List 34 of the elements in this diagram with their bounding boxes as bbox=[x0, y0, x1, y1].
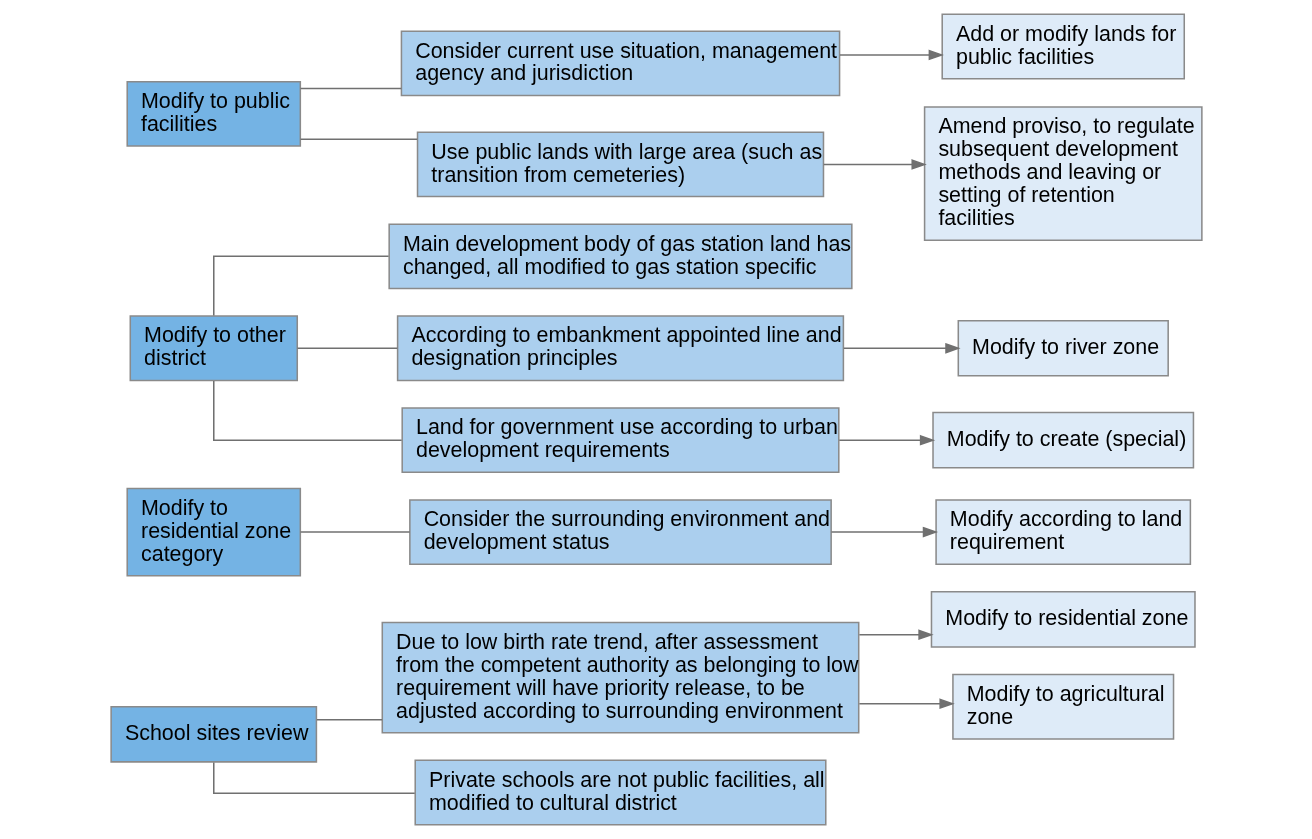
connector bbox=[212, 255, 389, 317]
node-box: Due to low birth rate trend, after assessment from the competent authority as belonging to low requirement will have priority release, to be adjusted according to surrounding environment bbox=[381, 621, 859, 734]
node-box: According to embankment appointed line and designation principles bbox=[396, 315, 844, 382]
node-box: Consider current use situation, management agency and jurisdiction bbox=[400, 30, 840, 97]
node-box: Modify to residential zone category bbox=[125, 487, 301, 577]
node-box: Main development body of gas station land has changed, all modified to gas station specific bbox=[387, 223, 853, 290]
node-box: Land for government use according to urban development requirements bbox=[400, 407, 840, 474]
node-box: Modify according to land requirement bbox=[934, 499, 1191, 566]
connector bbox=[212, 380, 402, 441]
node-box: Modify to public facilities bbox=[125, 80, 301, 147]
arrow bbox=[842, 342, 961, 354]
node-box: Add or modify lands for public facilities bbox=[940, 13, 1185, 80]
arrow bbox=[858, 698, 955, 710]
node-box: Use public lands with large area (such as transition from cemeteries) bbox=[416, 131, 824, 198]
connector bbox=[299, 87, 402, 90]
connector bbox=[299, 138, 418, 140]
node-box: Private schools are not public facilities, all modified to cultural district bbox=[413, 759, 827, 826]
connector bbox=[296, 347, 398, 350]
arrow bbox=[830, 526, 938, 538]
node-box: Modify to agricultural zone bbox=[951, 673, 1174, 740]
arrow bbox=[858, 629, 934, 641]
node-box: Modify to residential zone bbox=[930, 591, 1196, 648]
arrow bbox=[838, 49, 944, 61]
node-box: Modify to other district bbox=[129, 315, 298, 382]
node-box: Consider the surrounding environment and development status bbox=[408, 499, 832, 566]
connector bbox=[315, 719, 383, 721]
node-box: Amend proviso, to regulate subsequent development methods and leaving or setting of retention facilities bbox=[923, 106, 1203, 242]
node-box: Modify to river zone bbox=[957, 319, 1169, 377]
arrow bbox=[838, 434, 935, 446]
node-box: School sites review bbox=[109, 705, 317, 763]
connector bbox=[212, 761, 415, 795]
node-box: Modify to create (special) bbox=[931, 411, 1194, 469]
arrow bbox=[822, 159, 927, 170]
connector bbox=[299, 531, 410, 533]
